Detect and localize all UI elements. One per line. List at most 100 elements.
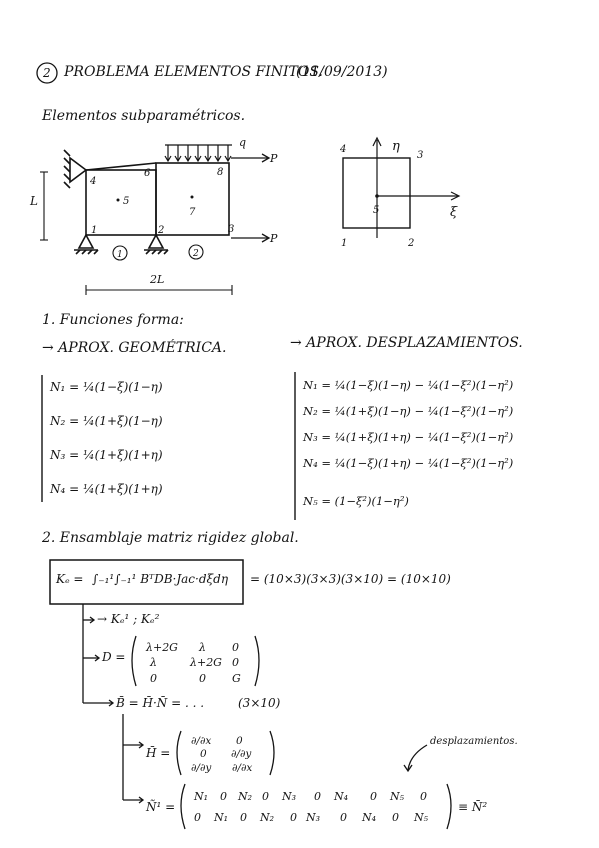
h-label: H̄ = <box>146 746 171 760</box>
reference-element <box>342 136 461 238</box>
structure-diagram <box>40 144 271 295</box>
flow-lines <box>82 604 428 804</box>
eta-label: η <box>392 139 400 154</box>
svg-text:N₂: N₂ <box>259 811 274 824</box>
svg-text:0: 0 <box>392 811 399 824</box>
force-p-top-label: P <box>269 152 278 165</box>
geom-eq-3: N₃ = ¼(1+ξ)(1+η) <box>50 448 163 462</box>
svg-text:0: 0 <box>194 811 201 824</box>
d-32: 0 <box>199 672 206 685</box>
d-11: λ+2G <box>145 641 178 654</box>
svg-text:0: 0 <box>262 790 269 803</box>
b-dims: (3×10) <box>238 696 281 710</box>
displacements-annotation: desplazamientos. <box>430 736 518 747</box>
element-2-outline <box>155 162 230 236</box>
d-label: D = <box>102 650 126 664</box>
header-title: PROBLEMA ELEMENTOS FINITOS. <box>64 64 323 80</box>
dim-height-label: L <box>29 194 38 208</box>
h-21: 0 <box>200 748 207 760</box>
d-33: G <box>232 672 241 685</box>
d-22: λ+2G <box>189 656 222 669</box>
disp-title: → APROX. DESPLAZAMIENTOS. <box>290 335 523 351</box>
svg-text:0: 0 <box>340 811 347 824</box>
d-13: 0 <box>232 641 239 654</box>
pin-support-top <box>69 156 88 184</box>
n-label: Ñ¹ = <box>146 800 176 814</box>
n-rhs: ≡ N̄² <box>458 800 488 814</box>
svg-text:0: 0 <box>370 790 377 803</box>
n-row-1: N₁ 0 N₂ 0 N₃ 0 N₄ 0 N₅ 0 <box>193 790 427 803</box>
svg-text:N₂: N₂ <box>237 790 252 803</box>
svg-text:N₄: N₄ <box>333 790 348 803</box>
ref-center-5: 5 <box>373 205 379 216</box>
xi-label: ξ <box>450 205 458 220</box>
number-circle <box>36 62 58 84</box>
disp-eq-5: N₅ = (1−ξ²)(1−η²) <box>303 494 409 508</box>
h-12: 0 <box>236 735 243 747</box>
node-label-3: 3 <box>228 224 234 235</box>
svg-text:N₅: N₅ <box>389 790 405 803</box>
node-label-7: 7 <box>189 207 196 218</box>
svg-text:N₃: N₃ <box>281 790 296 803</box>
section2-title: 2. Ensamblaje matriz rigidez global. <box>42 530 299 546</box>
d-21: λ <box>149 656 157 669</box>
disp-eq-2: N₂ = ¼(1+ξ)(1−η) − ¼(1−ξ²)(1−η²) <box>303 404 514 418</box>
dim-width-label: 2L <box>149 273 164 286</box>
h-22: ∂/∂y <box>231 748 252 760</box>
header-date: (11/09/2013) <box>296 64 388 80</box>
geom-title: → APROX. GEOMÉTRICA. <box>42 340 227 356</box>
ref-corner-3: 3 <box>417 150 423 161</box>
svg-text:N₅: N₅ <box>413 811 429 824</box>
svg-text:0: 0 <box>220 790 227 803</box>
ref-corner-1: 1 <box>341 238 347 249</box>
ke-lhs: Kₑ = <box>56 572 84 586</box>
ke-box <box>49 559 244 605</box>
section1-title: 1. Funciones forma: <box>42 312 184 328</box>
svg-text:0: 0 <box>240 811 247 824</box>
b-label: B̄ = H̄·N̄ = . . . <box>116 696 205 710</box>
d-23: 0 <box>232 656 239 669</box>
node-label-1: 1 <box>91 225 97 236</box>
svg-text:0: 0 <box>314 790 321 803</box>
element-label-1: 1 <box>117 250 123 260</box>
top-edge-1 <box>85 162 157 171</box>
geom-eq-2: N₂ = ¼(1+ξ)(1−η) <box>50 414 163 428</box>
disp-eq-1: N₁ = ¼(1−ξ)(1−η) − ¼(1−ξ²)(1−η²) <box>303 378 514 392</box>
ke-dims: = (10×3)(3×3)(3×10) = (10×10) <box>250 572 451 586</box>
d-12: λ <box>198 641 206 654</box>
geom-eq-1: N₁ = ¼(1−ξ)(1−η) <box>50 380 163 394</box>
ke-parts: → Kₑ¹ ; Kₑ² <box>97 612 160 626</box>
node-label-4: 4 <box>89 176 96 187</box>
svg-text:0: 0 <box>290 811 297 824</box>
header-subtitle: Elementos subparamétricos. <box>42 108 246 124</box>
node-label-5: 5 <box>123 196 129 207</box>
ke-integral: ∫₋₁¹∫₋₁¹ BᵀDB·Jac·dξdη <box>92 572 229 586</box>
n-row-2: 0 N₁ 0 N₂ 0 N₃ 0 N₄ 0 N₅ <box>194 811 429 824</box>
support-node-2 <box>147 233 165 249</box>
disp-eq-4: N₄ = ¼(1−ξ)(1+η) − ¼(1−ξ²)(1−η²) <box>303 456 514 470</box>
geom-eq-4: N₄ = ¼(1+ξ)(1+η) <box>50 482 163 496</box>
support-node-1 <box>77 233 95 249</box>
load-q-label: q <box>239 136 246 149</box>
svg-text:N₁: N₁ <box>193 790 208 803</box>
node-label-2: 2 <box>157 225 164 236</box>
d-31: 0 <box>150 672 157 685</box>
h-32: ∂/∂x <box>232 762 252 774</box>
disp-eq-3: N₃ = ¼(1+ξ)(1+η) − ¼(1−ξ²)(1−η²) <box>303 430 514 444</box>
svg-text:0: 0 <box>420 790 427 803</box>
header-number: 2 <box>42 66 51 80</box>
h-31: ∂/∂y <box>191 762 212 774</box>
svg-text:N₄: N₄ <box>361 811 376 824</box>
svg-text:N₁: N₁ <box>213 811 228 824</box>
ref-corner-2: 2 <box>407 238 414 249</box>
node-label-8: 8 <box>217 167 223 178</box>
h-11: ∂/∂x <box>191 735 211 747</box>
ref-corner-4: 4 <box>339 144 346 155</box>
matrix-brackets <box>131 635 452 830</box>
node-label-6: 6 <box>144 168 151 179</box>
force-p-mid-label: P <box>269 232 278 245</box>
element-label-2: 2 <box>192 249 199 259</box>
svg-text:N₃: N₃ <box>305 811 320 824</box>
